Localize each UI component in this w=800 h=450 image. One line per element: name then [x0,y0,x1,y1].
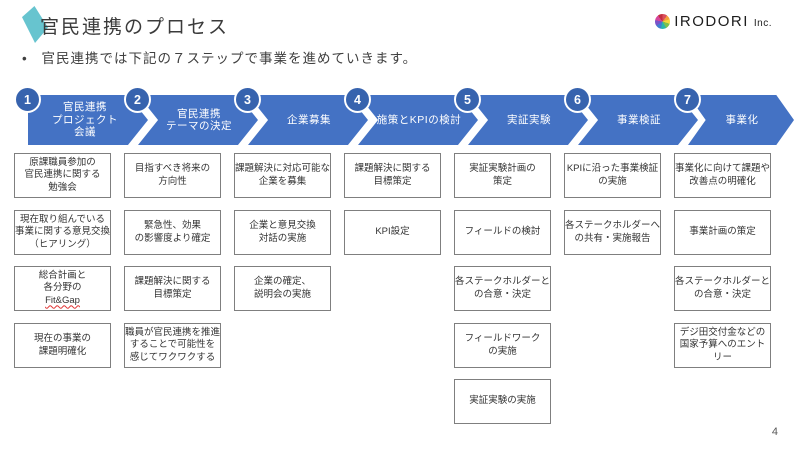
task-text: 実証実験計画の 策定 [469,163,536,187]
step-label: 企業募集 [287,113,331,126]
task-box: 課題解決に関する 目標策定 [124,266,221,311]
task-box: 課題解決に対応可能な 企業を募集 [234,153,331,198]
task-text: 目指すべき将来の 方向性 [134,163,211,187]
intro-bullet-text: 官民連携では下記の７ステップで事業を進めていきます。 [41,51,418,66]
task-box: 企業と意見交換 対話の実施 [234,210,331,255]
task-text: 各ステークホルダーと の合意・決定 [455,276,551,300]
task-text: 企業と意見交換 対話の実施 [249,220,316,244]
task-text: 事業化に向けて課題や 改善点の明確化 [675,163,771,187]
task-box: 現在取り組んでいる 事業に関する意見交換 （ヒアリング） [14,210,111,255]
step-label: 事業検証 [617,113,661,126]
task-text: 総合計画と 各分野の [38,269,87,294]
task-box: 実証実験計画の 策定 [454,153,551,198]
task-text-spellcheck: Fit&Gap [45,294,80,306]
task-text: 企業の確定、 説明会の実施 [253,276,311,300]
task-text: 各ステークホルダーと の合意・決定 [675,276,771,300]
step-number-circle-2: 2 [124,86,151,113]
task-text: 原課職員参加の 官民連携に関する 勉強会 [24,156,101,193]
task-text: 緊急性、効果 の影響度より確定 [134,220,211,244]
task-box: 課題解決に関する 目標策定 [344,153,441,198]
task-box: フィールドワーク の実施 [454,323,551,368]
task-text: 事業計画の策定 [689,226,756,238]
step-label: 官民連携 テーマの決定 [166,107,232,132]
task-box: 緊急性、効果 の影響度より確定 [124,210,221,255]
task-box: 各ステークホルダーへ の共有・実施報告 [564,210,661,255]
task-box: デジ田交付金などの 国家予算へのエント リー [674,323,771,368]
step-label: 官民連携 プロジェクト 会議 [52,101,118,139]
task-text: 現在の事業の 課題明確化 [33,333,91,357]
page-title: 官民連携のプロセス [40,17,230,38]
task-text: フィールドの検討 [464,226,541,238]
task-text: 各ステークホルダーへ の共有・実施報告 [565,220,661,244]
task-box: KPIに沿った事業検証 の実施 [564,153,661,198]
task-box: 現在の事業の 課題明確化 [14,323,111,368]
step-label: 事業化 [725,113,759,126]
task-box: 原課職員参加の 官民連携に関する 勉強会 [14,153,111,198]
task-box: 各ステークホルダーと の合意・決定 [454,266,551,311]
task-box: 目指すべき将来の 方向性 [124,153,221,198]
step-number-circle-6: 6 [564,86,591,113]
task-box: 各ステークホルダーと の合意・決定 [674,266,771,311]
step-label: 施策とKPIの検討 [376,113,462,126]
irodori-logo-icon [655,14,671,29]
step-arrow-7: 事業化 [688,95,794,145]
task-text: 課題解決に関する 目標策定 [134,276,211,300]
step-number-circle-3: 3 [234,86,261,113]
intro-bullet: 官民連携では下記の７ステップで事業を進めていきます。 [22,47,417,67]
task-text: 課題解決に対応可能な 企業を募集 [235,163,331,187]
step-label: 実証実験 [507,113,551,126]
task-box: 事業化に向けて課題や 改善点の明確化 [674,153,771,198]
task-text: 課題解決に関する 目標策定 [354,163,431,187]
step-number-circle-7: 7 [674,86,701,113]
step-number-circle-4: 4 [344,86,371,113]
step-number-circle-1: 1 [14,86,41,113]
logo-suffix-text: Inc. [753,17,772,29]
step-number-circle-5: 5 [454,86,481,113]
task-text: 職員が官民連携を推進 することで可能性を 感じてワクワクする [125,326,221,363]
company-logo: IRODORI Inc. [655,13,772,30]
task-text: KPIに沿った事業検証 の実施 [566,163,659,187]
logo-brand-text: IRODORI [674,13,749,30]
task-box: KPI設定 [344,210,441,255]
task-text: 実証実験の実施 [469,395,536,407]
task-text: フィールドワーク の実施 [464,333,541,357]
task-box: 職員が官民連携を推進 することで可能性を 感じてワクワクする [124,323,221,368]
task-text: KPI設定 [375,226,410,238]
task-box: 事業計画の策定 [674,210,771,255]
task-text: デジ田交付金などの 国家予算へのエント リー [679,326,766,363]
task-box: 企業の確定、 説明会の実施 [234,266,331,311]
task-box: フィールドの検討 [454,210,551,255]
task-text: 現在取り組んでいる 事業に関する意見交換 （ヒアリング） [15,213,111,250]
task-box: 実証実験の実施 [454,379,551,424]
page-number: 4 [771,426,778,438]
